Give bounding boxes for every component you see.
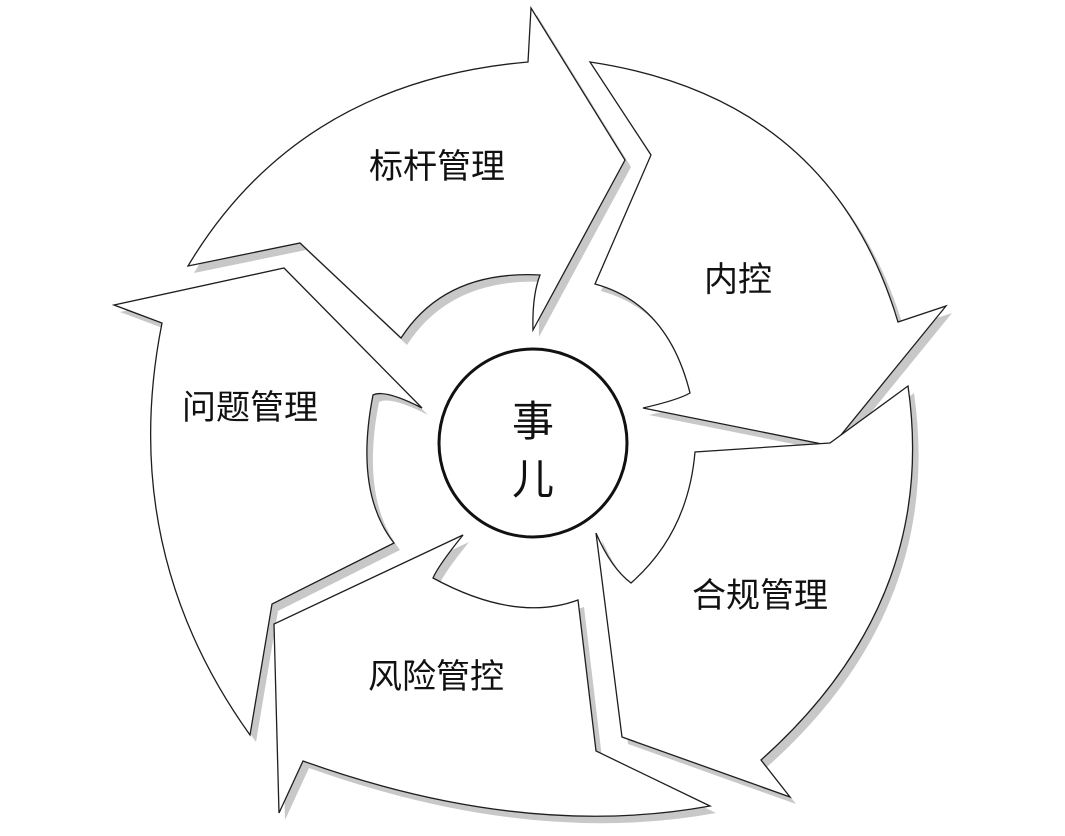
center-circle [437, 347, 629, 539]
segment-label-issue: 问题管理 [182, 388, 318, 428]
segment-label-risk-control: 风险管控 [368, 657, 504, 697]
segment-arrow-compliance [595, 384, 914, 799]
segment-label-benchmark: 标杆管理 [369, 147, 505, 187]
segment-arrow-internal-control [588, 61, 948, 447]
segment-label-compliance: 合规管理 [692, 576, 828, 616]
segment-arrow-benchmark [186, 5, 626, 340]
segment-labels: 标杆管理 内控 合规管理 风险管控 问题管理 [182, 147, 828, 697]
segment-arrow-issue [111, 267, 423, 737]
segment-arrow-risk-control [273, 534, 713, 817]
segment-label-internal-control: 内控 [704, 260, 772, 300]
center-text-line-2: 儿 [512, 455, 554, 504]
center-hub: 事 儿 [437, 347, 629, 539]
center-text-line-1: 事 [512, 397, 554, 446]
segment-arrows [111, 5, 948, 817]
